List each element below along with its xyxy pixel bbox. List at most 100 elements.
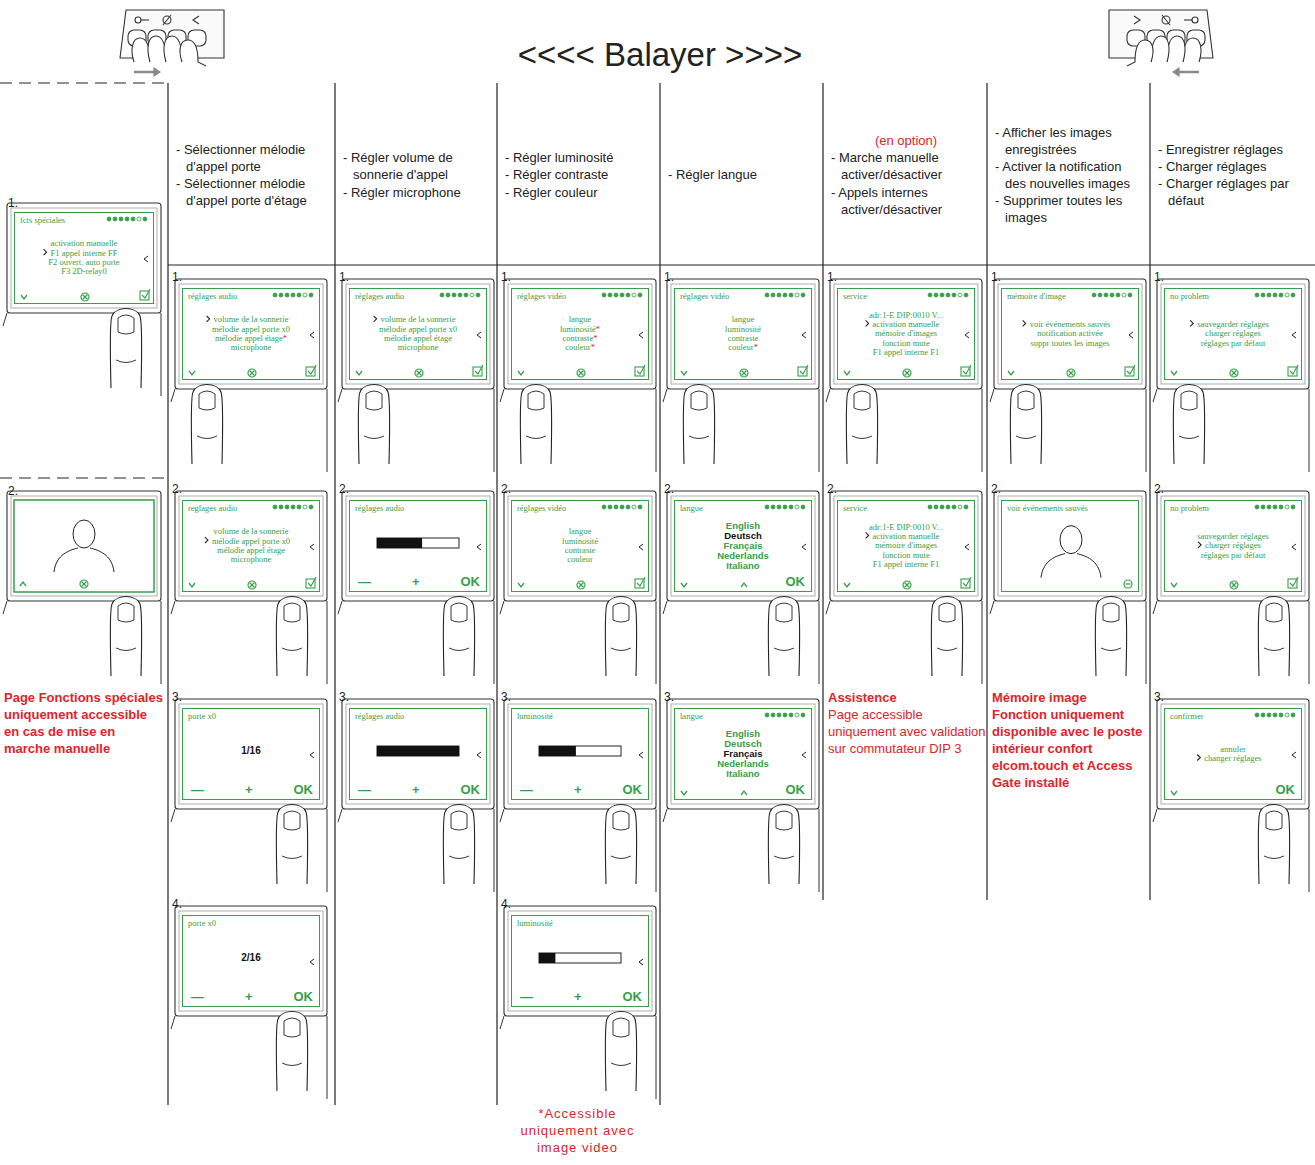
page-dot <box>1279 293 1283 297</box>
step-number: 1. <box>172 270 182 284</box>
confirm-icon <box>1290 577 1298 586</box>
screen-title: réglages audio <box>355 504 404 513</box>
device-bezel <box>1157 491 1309 601</box>
finger-nail <box>613 603 629 622</box>
finger-nail <box>1018 391 1034 410</box>
finger-nail <box>613 1018 629 1037</box>
page-dot <box>638 505 642 509</box>
finger-crease <box>282 856 302 859</box>
device-bezel-inner <box>998 284 1142 384</box>
page-dot <box>309 293 313 297</box>
menu-item: mélodie appel porte x0 <box>212 536 290 546</box>
menu-line: 2/16 <box>241 952 260 963</box>
menu-line: Deutsch <box>685 739 801 749</box>
menu-line: adr:1-E DIP:0010 V... <box>848 311 964 320</box>
menu-item: mélodie appel étage <box>384 333 452 343</box>
cancel-icon <box>905 583 910 588</box>
page-dot <box>1267 713 1271 717</box>
menu-item: mélodie appel porte x0 <box>212 324 290 334</box>
page-dot <box>1261 713 1265 717</box>
menu-item: microphone <box>231 342 272 352</box>
confirm-icon <box>800 365 808 374</box>
menu-line: Italiano <box>685 769 801 779</box>
page-dot <box>303 505 307 509</box>
grid-line <box>822 83 823 900</box>
page-dot <box>928 505 932 509</box>
device-bezel <box>504 699 656 809</box>
menu-item: * <box>593 333 597 343</box>
page-dot <box>934 505 938 509</box>
menu-line: mélodie appel étage <box>193 546 309 555</box>
back-icon <box>1292 332 1296 338</box>
down-icon <box>356 371 362 375</box>
dashed-rule <box>0 477 166 478</box>
screen-display: serviceadr:1-E DIP:0010 V...activation m… <box>837 288 975 380</box>
menu-line: couleur <box>522 555 638 564</box>
down-icon <box>518 583 524 587</box>
menu-item: 1/16 <box>241 745 260 756</box>
device-bezel-inner <box>1161 284 1305 384</box>
menu-item: couleur <box>728 342 754 352</box>
screen-icons <box>512 501 650 593</box>
page-dot <box>1110 293 1114 297</box>
confirm-icon <box>963 365 971 374</box>
header-item: - Régler microphone <box>343 184 491 201</box>
menu-item: * <box>754 342 758 352</box>
device-bezel <box>175 699 327 809</box>
finger-crease <box>1264 856 1284 859</box>
screen-title: mémoire d'image <box>1007 292 1066 301</box>
cancel-icon <box>903 581 911 589</box>
confirm-icon <box>635 367 644 376</box>
step-number: 1. <box>991 270 1001 284</box>
page-dot <box>131 217 135 221</box>
finger <box>276 597 307 677</box>
column-header: (en option)- Marche manuelle activer/dés… <box>831 88 981 262</box>
page-dot <box>1285 713 1289 717</box>
menu-item: luminosité <box>725 324 761 334</box>
finger <box>1173 385 1204 465</box>
page-dot <box>291 293 295 297</box>
confirm-icon <box>140 291 149 300</box>
screen-display: réglages vidéolangueluminositécontrastec… <box>511 500 649 592</box>
page-dot <box>1261 293 1265 297</box>
screen-icons <box>183 501 321 593</box>
soft-key: — <box>520 783 533 797</box>
page-dot <box>279 293 283 297</box>
screen-icons <box>675 709 813 801</box>
cancel-icon <box>577 369 585 377</box>
finger-nail <box>939 603 955 622</box>
device-bezel-inner <box>179 911 323 1011</box>
page-dot <box>608 293 612 297</box>
header-item: - Régler langue <box>668 166 817 183</box>
screen-icons <box>512 916 650 1008</box>
menu-item: F1 appel interne F1 <box>873 347 939 357</box>
note-text: Mémoire image <box>992 690 1150 707</box>
back-icon <box>965 332 969 338</box>
finger-nail <box>1266 603 1282 622</box>
finger <box>931 597 962 677</box>
down-icon <box>189 371 195 375</box>
step-number: 4. <box>501 897 511 911</box>
back-icon <box>802 332 806 338</box>
finger-nail <box>776 811 792 830</box>
back-icon <box>310 544 314 550</box>
menu-line: mélodie appel porte x0 <box>193 537 309 546</box>
column-header: - Afficher les images enregistrées- Acti… <box>995 88 1144 262</box>
device-bezel-inner <box>179 284 323 384</box>
device-bezel <box>830 279 982 389</box>
page-dot <box>801 713 805 717</box>
screen-title: porte x0 <box>188 919 216 928</box>
device-bezel-inner <box>11 208 157 308</box>
cancel-icon <box>250 583 255 588</box>
finger-nail <box>451 811 467 830</box>
level-bar-frame <box>377 746 459 756</box>
device-bezel-inner <box>834 496 978 596</box>
menu-line: mélodie appel étage <box>360 334 476 343</box>
soft-key: + <box>574 990 582 1004</box>
finger-crease <box>364 436 384 439</box>
page-dot <box>958 505 962 509</box>
page-dot <box>952 293 956 297</box>
header-item: - Afficher les images enregistrées <box>995 124 1144 158</box>
screen-display: réglages vidéolangueluminosité*contraste… <box>511 288 649 380</box>
device-bezel <box>994 279 1146 389</box>
